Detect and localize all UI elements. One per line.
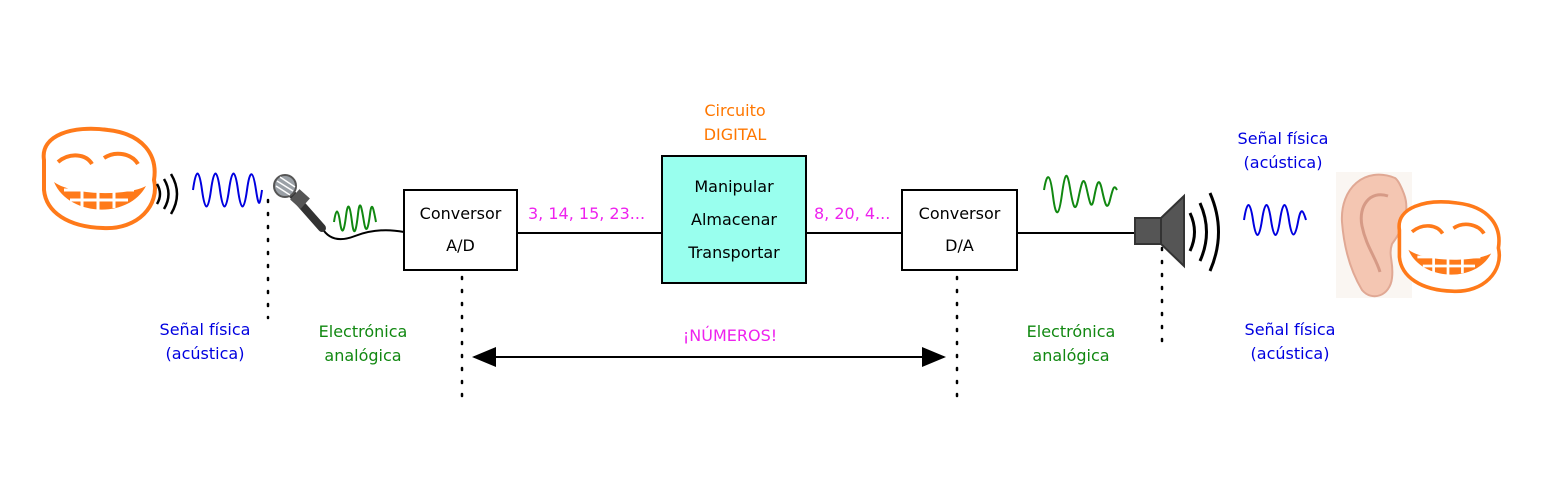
adc-line-1: Conversor [419,204,502,223]
analog-right-line-1: Electrónica [1026,322,1116,341]
troll-face-icon [41,126,157,231]
analog-left-line-1: Electrónica [318,322,408,341]
digital-box: Manipular Almacenar Transportar [661,155,807,284]
numbers-right-label: 8, 20, 4... [814,204,891,223]
digital-title-line-1: Circuito [704,101,766,120]
analog-left-line-2: analógica [324,346,402,365]
analog-right-label: Electrónica analógica [1001,320,1141,368]
sound-wave-right [1243,204,1307,236]
analog-wave-left [333,204,377,233]
physical-left-line-2: (acústica) [165,344,245,363]
speaker-icon [1134,193,1185,269]
numbers-left-label: 3, 14, 15, 23... [528,204,646,223]
analog-left-label: Electrónica analógica [293,320,433,368]
analog-wave-right [1043,175,1118,214]
physical-signal-left-label: Señal física (acústica) [135,318,275,366]
mic-cable [321,227,405,241]
microphone-icon [273,174,326,232]
analog-right-line-2: analógica [1032,346,1110,365]
digital-circuit-title: Circuito DIGITAL [665,99,805,147]
digital-line-2: Almacenar [691,210,777,229]
adc-line-2: A/D [446,236,475,255]
sound-arcs-left [155,173,179,215]
physical-right-bottom-line-1: Señal física [1244,320,1336,339]
dac-line-1: Conversor [918,204,1001,223]
sound-arcs-right [1188,192,1220,272]
numbers-center-label: ¡NÚMEROS! [682,326,778,345]
digital-line-3: Transportar [688,243,780,262]
dac-box: Conversor D/A [901,189,1018,271]
physical-left-line-1: Señal física [159,320,251,339]
physical-signal-right-bottom-label: Señal física (acústica) [1220,318,1360,366]
physical-right-bottom-line-2: (acústica) [1250,344,1330,363]
troll-face-icon [1397,200,1502,294]
digital-line-1: Manipular [694,177,774,196]
physical-right-top-line-2: (acústica) [1243,153,1323,172]
physical-right-top-line-1: Señal física [1237,129,1329,148]
adc-box: Conversor A/D [403,189,518,271]
physical-signal-right-top-label: Señal física (acústica) [1213,127,1353,175]
digital-title-line-2: DIGITAL [703,125,767,144]
dac-line-2: D/A [945,236,974,255]
sound-wave-icon [192,172,263,208]
